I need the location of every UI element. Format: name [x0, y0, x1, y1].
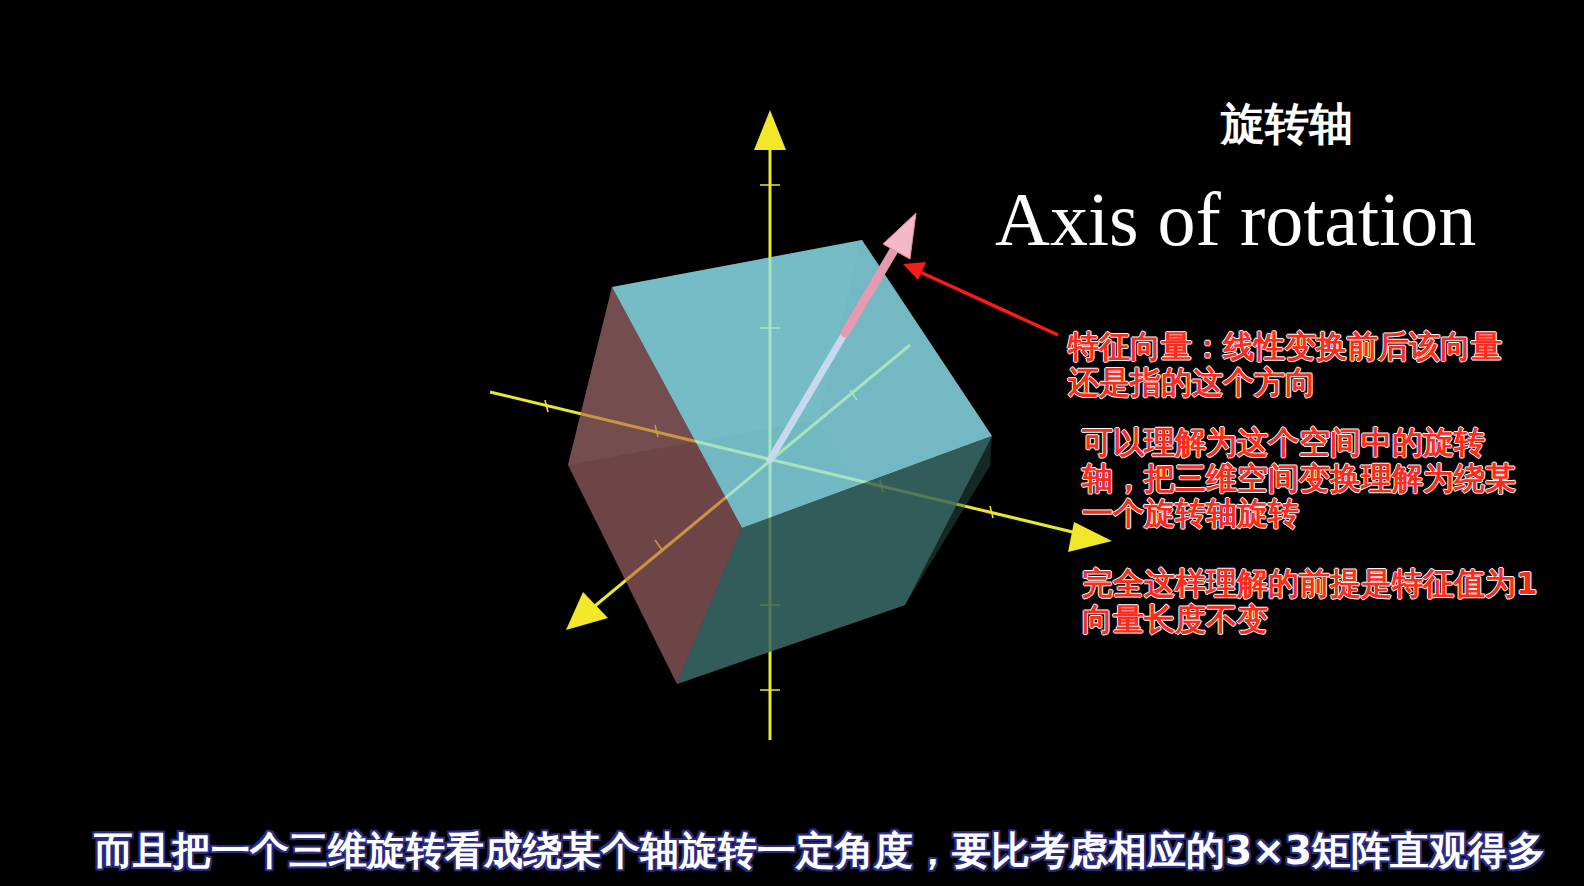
annotation-note: 特征向量：线性变换前后该向量 还是指的这个方向: [1068, 329, 1505, 400]
leader-line: [920, 272, 1058, 335]
axis-arrowhead: [566, 592, 608, 630]
eigenvector-shaft: [845, 240, 900, 333]
annotation-note: 可以理解为这个空间中的旋转 轴，把三维空间变换理解为绕某 一个旋转轴旋转: [1082, 425, 1519, 532]
slide-title: 旋转轴: [1221, 98, 1353, 151]
annotation-note: 完全这样理解的前提是特征值为1 向量长度不变: [1082, 566, 1541, 637]
cube-front-shade: [677, 436, 992, 684]
leader-arrowhead: [903, 262, 926, 280]
axis-arrowhead: [754, 110, 786, 150]
eigenvector-shaft: [770, 240, 900, 460]
axis-ticks: [545, 185, 993, 690]
eigenvector-arrowhead: [883, 213, 916, 259]
video-subtitle: 而且把一个三维旋转看成绕某个轴旋转一定角度，要比考虑相应的3×3矩阵直观得多: [94, 828, 1546, 875]
cube-front-face: [677, 436, 992, 684]
subtitle-english: Axis of rotation: [995, 178, 1476, 262]
